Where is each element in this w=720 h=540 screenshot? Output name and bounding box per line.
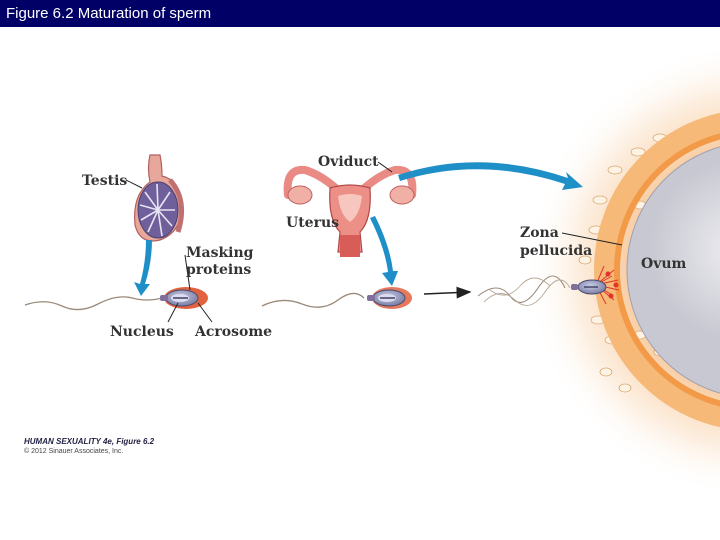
label-nucleus: Nucleus xyxy=(110,324,174,340)
figure-title: Figure 6.2 Maturation of sperm xyxy=(0,0,720,27)
transport-arrows xyxy=(134,162,583,296)
oviduct-leader xyxy=(377,161,393,173)
book-credit: HUMAN SEXUALITY 4e, Figure 6.2 xyxy=(24,437,155,446)
label-testis: Testis xyxy=(82,173,127,189)
testis-to-sperm-arrow xyxy=(134,240,152,296)
copyright-credit: © 2012 Sinauer Associates, Inc. xyxy=(24,448,124,455)
label-acrosome: Acrosome xyxy=(194,324,272,340)
label-ovum: Ovum xyxy=(641,256,687,272)
zona-pellucida-ring xyxy=(594,112,720,428)
label-masking-line2: proteins xyxy=(186,262,251,278)
sperm-in-female-tract xyxy=(261,287,412,309)
ovum-group xyxy=(525,42,720,498)
sperm-with-masking-proteins xyxy=(24,287,208,311)
testis-illustration xyxy=(133,154,185,242)
oviduct-to-ovum-arrow xyxy=(398,162,583,190)
testis-leader xyxy=(125,179,143,189)
label-masking-line1: Masking xyxy=(186,245,254,261)
acrosome-leader xyxy=(197,302,213,323)
leader-lines xyxy=(125,161,623,323)
label-uterus: Uterus xyxy=(286,215,339,231)
nucleus-leader xyxy=(167,302,179,323)
progression-arrow xyxy=(423,286,472,299)
label-zona-line2: pellucida xyxy=(520,243,592,259)
zona-leader xyxy=(561,232,623,246)
label-oviduct: Oviduct xyxy=(318,154,379,170)
sperm-at-zona xyxy=(477,265,620,306)
label-zona-line1: Zona xyxy=(520,225,559,241)
uterus-illustration xyxy=(283,165,417,257)
masking-leader xyxy=(184,254,191,291)
uterus-to-sperm-arrow xyxy=(370,216,398,286)
ovum-cell xyxy=(626,146,720,394)
